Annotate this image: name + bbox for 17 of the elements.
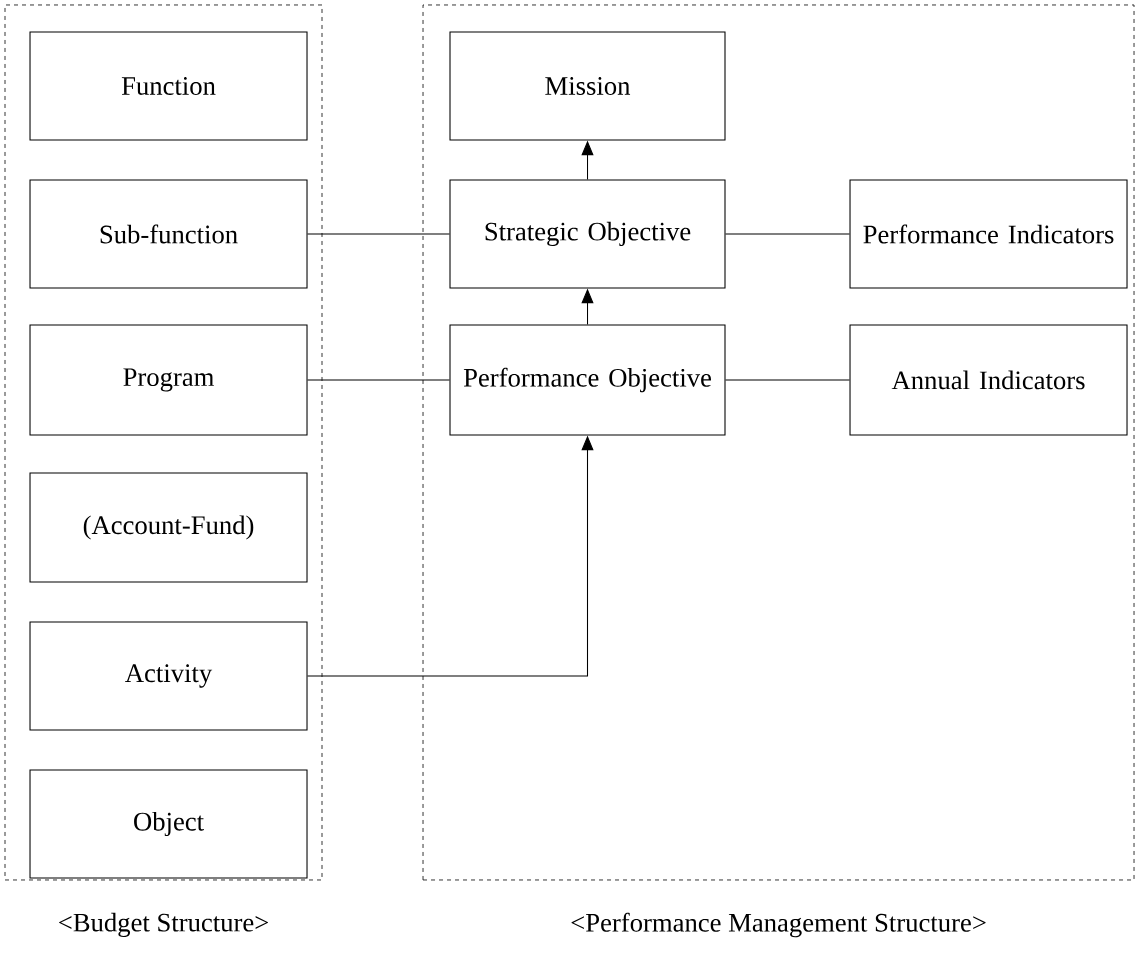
box: Program: [29, 324, 308, 436]
node-label: <Budget Structure>: [59, 912, 269, 938]
box: (Account-Fund): [29, 472, 308, 583]
box: Activity: [29, 621, 308, 731]
box: Annual Indicators: [849, 324, 1128, 436]
box: Strategic Objective: [449, 179, 726, 289]
box: Performance Objective: [449, 324, 726, 436]
box: Sub-function: [29, 179, 308, 289]
connector-line: [725, 379, 851, 381]
connector-line: [725, 233, 851, 235]
node-label: <Performance Management Structure>: [571, 912, 986, 938]
connector-line: [307, 379, 450, 381]
box: Mission: [449, 31, 726, 141]
box: Object: [29, 769, 308, 879]
connector-line: [307, 233, 450, 235]
box: Performance Indicators: [849, 179, 1128, 289]
box: Function: [29, 31, 308, 141]
